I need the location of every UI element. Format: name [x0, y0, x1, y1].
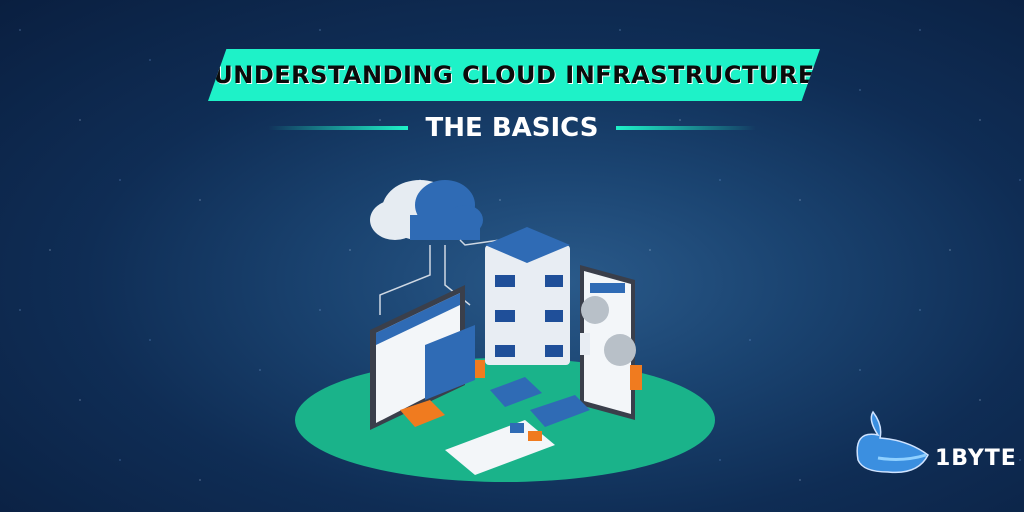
tablet-icon: [580, 265, 636, 420]
layout-card: [445, 420, 555, 475]
title-banner: UNDERSTANDING CLOUD INFRASTRUCTURE: [208, 49, 820, 101]
image-card: [490, 377, 542, 407]
page-subtitle: THE BASICS: [425, 113, 599, 143]
divider-right: [616, 126, 757, 130]
monitor-icon: [370, 285, 475, 430]
person-figure: [475, 360, 485, 378]
server-stack-icon: [485, 227, 570, 365]
brand-name: 1BYTE: [935, 446, 1017, 471]
page-title: UNDERSTANDING CLOUD INFRASTRUCTURE: [213, 61, 815, 89]
whale-icon: [856, 410, 929, 474]
cloud-infrastructure-illustration: [295, 180, 715, 482]
orange-box: [400, 400, 445, 427]
person-figure: [580, 333, 590, 355]
cloud-icon: [370, 180, 501, 315]
divider-left: [267, 126, 408, 130]
text-card: [530, 395, 590, 427]
person-figure: [630, 365, 642, 390]
gear-icon: [604, 334, 636, 366]
gear-icon: [581, 296, 609, 324]
subtitle-row: THE BASICS: [0, 113, 1024, 143]
